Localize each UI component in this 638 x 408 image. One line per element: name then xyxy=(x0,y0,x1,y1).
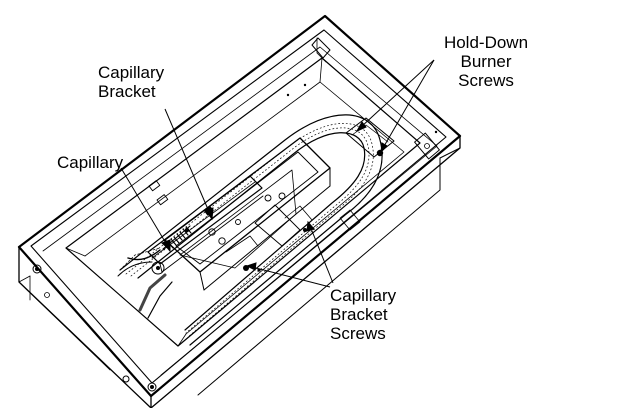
label-capillary: Capillary xyxy=(57,153,123,172)
callout-line: Capillary xyxy=(57,153,124,172)
housing-outline xyxy=(17,14,462,408)
callout-line: Capillary xyxy=(98,63,165,82)
callout-line: Bracket xyxy=(330,305,388,324)
leader-lines xyxy=(120,59,435,288)
label-hold-down-burner-screws: Hold-Down Burner Screws xyxy=(430,33,542,90)
burner-box xyxy=(65,57,421,347)
capillary-tube xyxy=(117,247,173,319)
callout-line: Capillary xyxy=(330,286,397,305)
callout-line: Hold-Down xyxy=(443,33,529,52)
callout-line: Screws xyxy=(330,324,386,343)
callout-line: Bracket xyxy=(98,82,156,101)
burner-plate xyxy=(164,137,361,291)
label-capillary-bracket: Capillary Bracket xyxy=(98,63,164,101)
label-capillary-bracket-screws: Capillary Bracket Screws xyxy=(330,286,396,343)
callout-line: Burner xyxy=(460,52,512,71)
callout-line: Screws xyxy=(458,71,514,90)
